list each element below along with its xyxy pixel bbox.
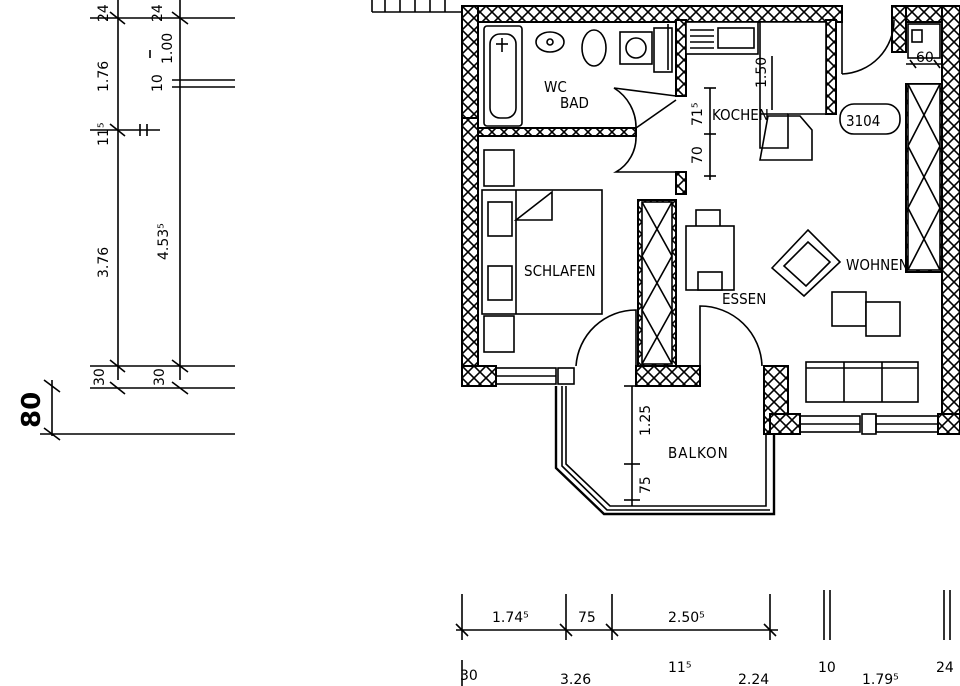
dim-door-a: 71⁵ — [690, 103, 706, 126]
dim-left-1a: 24 — [96, 4, 112, 22]
left-dimension-labels: 24 1.76 11⁵ 3.76 30 24 10 1.00 4.53⁵ 30 … — [17, 4, 176, 428]
dim-bottom-1c: 2.50⁵ — [668, 610, 705, 626]
dim-appliance: 60 — [916, 50, 934, 66]
dim-bottom-2a: 30 — [460, 668, 478, 684]
dim-left-2e: 30 — [152, 368, 168, 386]
room-schlafen: SCHLAFEN — [524, 262, 596, 280]
dim-left-1c: 11⁵ — [96, 123, 112, 146]
dim-left-2a: 24 — [150, 4, 166, 22]
room-wc: WC — [544, 78, 567, 96]
unit-number: 3104 — [846, 112, 880, 130]
room-essen: ESSEN — [722, 290, 766, 308]
dim-bottom-1a: 1.74⁵ — [492, 610, 529, 626]
room-labels: WC BAD KOCHEN SCHLAFEN ESSEN WOHNEN BALK… — [524, 78, 909, 462]
bottom-dimension-lines — [455, 590, 951, 686]
living — [770, 228, 919, 403]
unit-badge: 3104 — [839, 103, 901, 135]
kitchen — [685, 21, 942, 180]
dim-kitchen-counter: 1.50 — [754, 57, 770, 88]
dim-left-2c: 1.00 — [160, 33, 176, 64]
bedroom — [481, 149, 603, 353]
dim-bottom-2f: 1.79⁵ — [862, 672, 899, 686]
dim-bottom-2c: 11⁵ — [668, 660, 691, 676]
balcony — [554, 385, 776, 516]
dim-left-offset: 80 — [17, 392, 47, 428]
dim-left-1b: 1.76 — [96, 61, 112, 92]
dim-left-2d: 4.53⁵ — [156, 223, 172, 260]
dim-bottom-1b: 75 — [578, 610, 596, 626]
dim-balcony-a: 1.25 — [638, 405, 654, 436]
dim-bottom-2e: 10 — [818, 660, 836, 676]
room-kochen: KOCHEN — [712, 106, 769, 124]
dim-bottom-2d: 2.24 — [738, 672, 769, 686]
bathroom-fixtures — [483, 24, 673, 127]
left-dimension-lines — [40, 0, 235, 441]
bottom-dimension-labels: 1.74⁵ 75 2.50⁵ 30 3.26 11⁵ 2.24 10 1.79⁵… — [460, 610, 954, 686]
dim-bottom-2g: 24 — [936, 660, 954, 676]
dining — [685, 209, 735, 291]
dim-bottom-2b: 3.26 — [560, 672, 591, 686]
inner-dimension-labels: 60 1.50 71⁵ 70 1.25 75 — [638, 50, 934, 494]
doors — [575, 19, 895, 367]
dim-door-b: 70 — [690, 146, 706, 164]
dim-left-1e: 30 — [92, 368, 108, 386]
dim-balcony-b: 75 — [638, 476, 654, 494]
room-balkon: BALKON — [668, 444, 729, 462]
room-bad: BAD — [560, 94, 589, 112]
room-wohnen: WOHNEN — [846, 256, 909, 274]
windows — [371, 0, 939, 435]
wardrobes — [641, 83, 941, 365]
dim-left-1d: 3.76 — [96, 247, 112, 278]
dim-left-2b: 10 — [150, 74, 166, 92]
